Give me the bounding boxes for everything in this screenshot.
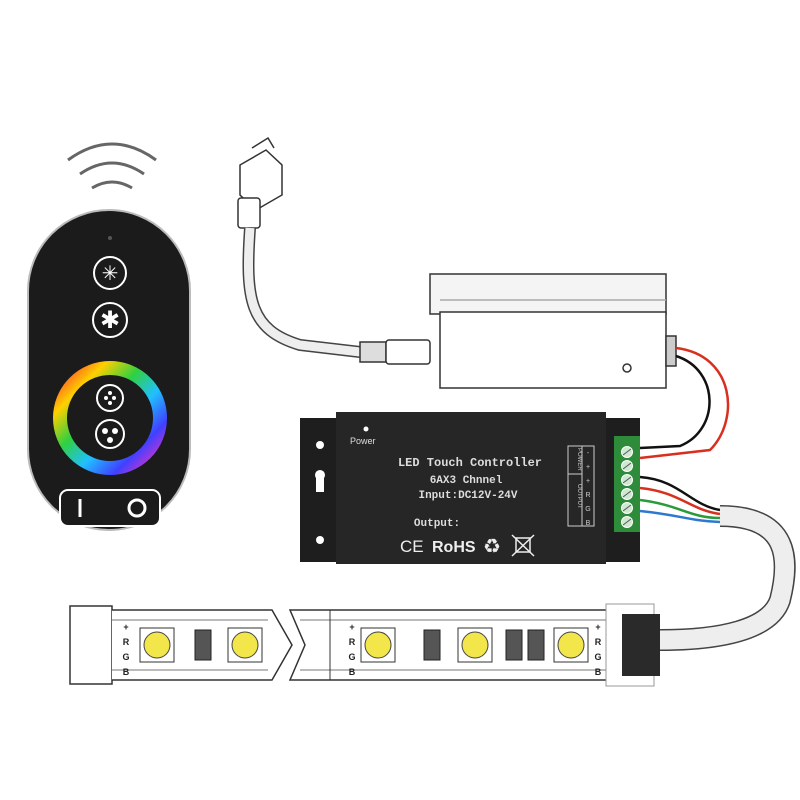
strip-pad-label: R (349, 637, 356, 647)
smd-led (360, 627, 396, 663)
smd-resistor (194, 629, 212, 661)
strip-pad-label: B (595, 667, 602, 677)
terminal-screw[interactable] (621, 460, 633, 472)
strip-pad-label: G (348, 652, 355, 662)
smd-resistor (423, 629, 441, 661)
terminal-label: G (585, 506, 590, 513)
terminal-label: + (586, 464, 590, 471)
strip-pad-label: R (123, 637, 130, 647)
svg-text:✳: ✳ (102, 263, 119, 285)
terminal-screw[interactable] (621, 446, 633, 458)
strip-pad-label: B (123, 667, 130, 677)
svg-text:✱: ✱ (100, 307, 120, 334)
wireless-signal-icon (67, 142, 157, 190)
smd-resistor (505, 629, 523, 661)
smd-led (457, 627, 493, 663)
terminal-label: R (585, 492, 590, 499)
smd-led (227, 627, 263, 663)
smd-led (139, 627, 175, 663)
led-touch-controller: Power LED Touch Controller 6AX3 Chnnel I… (300, 412, 640, 564)
brightness-low-button[interactable]: ✳ (93, 256, 127, 290)
touch-remote: ✳ ✱ (27, 209, 191, 531)
rohs-mark: RoHS (432, 539, 476, 556)
strip-pad-label: + (595, 622, 600, 632)
power-wires (639, 346, 730, 460)
recycle-icon: ♻ (483, 536, 501, 558)
ce-mark: CE (400, 537, 424, 556)
output-wires (639, 475, 796, 651)
terminal-label: B (586, 520, 591, 527)
controller-output-label: Output: (414, 518, 460, 530)
controller-input: Input:DC12V-24V (418, 490, 517, 502)
strip-pad-label: R (595, 637, 602, 647)
terminal-screw[interactable] (621, 474, 633, 486)
strip-pad-label: + (349, 622, 354, 632)
terminal-group-power: POWER (576, 448, 582, 471)
strip-pad-label: B (349, 667, 356, 677)
terminal-screw[interactable] (621, 502, 633, 514)
terminal-screw[interactable] (621, 488, 633, 500)
terminal-label-panel (567, 445, 595, 527)
power-plug (237, 136, 431, 365)
terminal-label: + (586, 478, 590, 485)
color-touch-ring[interactable] (53, 361, 167, 475)
power-supply (429, 273, 677, 389)
terminal-group-output: OUTPUT (576, 484, 582, 509)
power-toggle-button[interactable] (59, 489, 161, 527)
smd-led (553, 627, 589, 663)
mode-button-1[interactable] (96, 384, 124, 412)
strip-pad-label: G (594, 652, 601, 662)
brightness-high-button[interactable]: ✱ (92, 302, 128, 338)
terminal-label: - (587, 450, 590, 457)
strip-pad-label: G (122, 652, 129, 662)
mode-button-2[interactable] (95, 419, 125, 449)
terminal-screw[interactable] (621, 516, 633, 528)
weee-bin-icon (511, 534, 535, 557)
controller-title: LED Touch Controller (398, 456, 542, 470)
controller-channel: 6AX3 Chnnel (430, 475, 503, 487)
power-indicator-label: Power (350, 436, 376, 446)
strip-pad-label: + (123, 622, 128, 632)
smd-resistor (527, 629, 545, 661)
